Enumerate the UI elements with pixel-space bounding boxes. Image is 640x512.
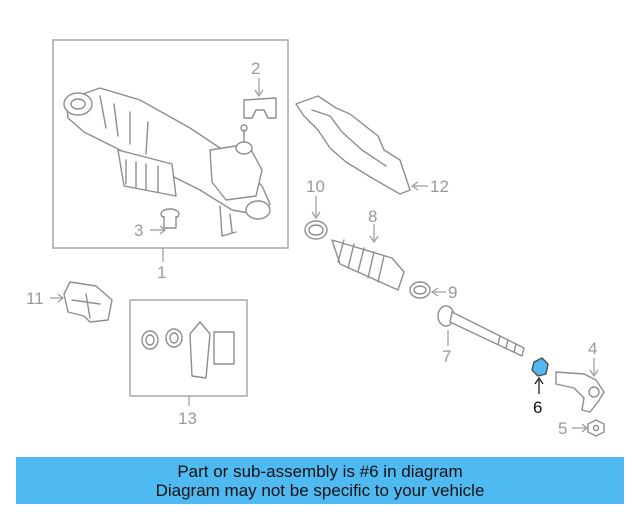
callout-12[interactable]: 12 [430,177,449,196]
callout-2[interactable]: 2 [251,59,260,78]
clamp-part-9[interactable] [409,281,431,299]
callout-11[interactable]: 11 [26,289,44,308]
callout-13[interactable]: 13 [178,409,197,428]
castle-nut-part[interactable] [587,419,605,437]
callout-1[interactable]: 1 [157,263,166,282]
boot-kit-part[interactable] [129,299,248,397]
callout-4[interactable]: 4 [588,339,597,358]
inner-tie-rod-part[interactable] [437,305,525,357]
callout-6[interactable]: 6 [533,398,542,417]
banner-line-1: Part or sub-assembly is #6 in diagram [177,461,463,481]
bolt-part[interactable] [160,208,180,229]
callout-10[interactable]: 10 [306,177,325,196]
callout-7[interactable]: 7 [442,347,451,366]
steering-gear-assembly[interactable] [52,39,289,249]
heat-shield-part[interactable] [295,95,411,195]
bellows-boot-part[interactable] [331,239,405,291]
tie-rod-end-part[interactable] [555,371,605,413]
callout-8[interactable]: 8 [368,207,377,226]
nut-part-highlighted[interactable] [531,357,549,377]
callout-9[interactable]: 9 [448,283,457,302]
mount-bushing-part[interactable] [243,97,277,119]
part-info-banner: Part or sub-assembly is #6 in diagram Di… [16,457,624,504]
assembly-frame-1 [52,39,289,249]
callout-5[interactable]: 5 [558,419,567,438]
cover-bracket-part[interactable] [63,281,113,323]
callout-3[interactable]: 3 [134,221,143,240]
banner-line-2: Diagram may not be specific to your vehi… [155,480,485,500]
clamp-part-10[interactable] [304,220,328,240]
